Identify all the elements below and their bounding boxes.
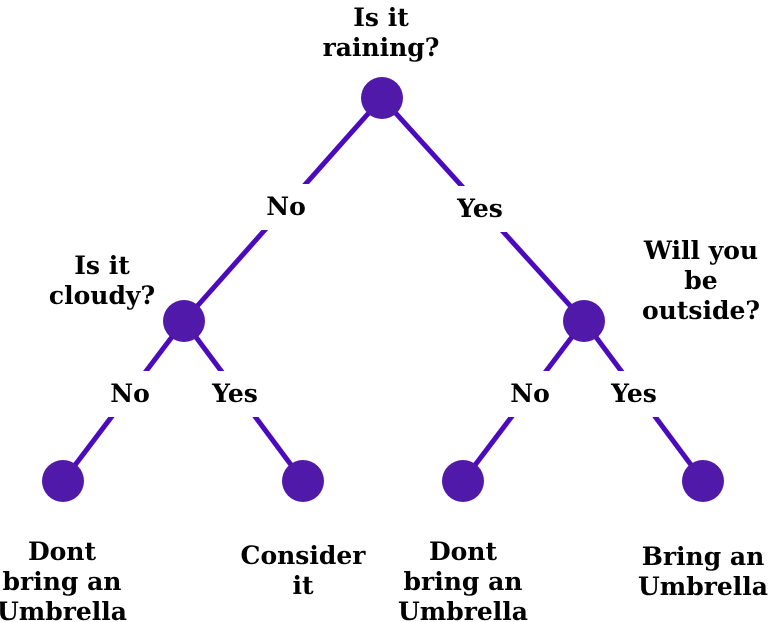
node-circle-root (361, 77, 403, 119)
root-question-label: Is it raining? (322, 3, 440, 62)
edge-label-outside-no: No (496, 371, 564, 417)
outside-question-label: Will you be outside? (641, 236, 761, 325)
edge-label-cloudy-no: No (96, 371, 164, 417)
cloudy-question-label: Is it cloudy? (48, 251, 156, 310)
edge-label-root-no: No (252, 184, 320, 230)
leaf-label-cloudy-no: Dont bring an Umbrella (0, 537, 128, 622)
edge-label-root-yes: Yes (443, 186, 517, 232)
leaf-circle-cloudy-yes (282, 460, 324, 502)
edge-label-outside-yes: Yes (597, 371, 671, 417)
leaf-circle-outside-no (442, 460, 484, 502)
leaf-label-outside-no: Dont bring an Umbrella (397, 537, 529, 622)
leaf-label-outside-yes: Bring an Umbrella (637, 542, 769, 601)
leaf-label-cloudy-yes: Consider it (240, 541, 366, 600)
edge-label-cloudy-yes: Yes (198, 371, 272, 417)
node-circle-cloudy (163, 300, 205, 342)
leaf-circle-cloudy-no (42, 460, 84, 502)
leaf-circle-outside-yes (682, 460, 724, 502)
node-circle-outside (563, 300, 605, 342)
